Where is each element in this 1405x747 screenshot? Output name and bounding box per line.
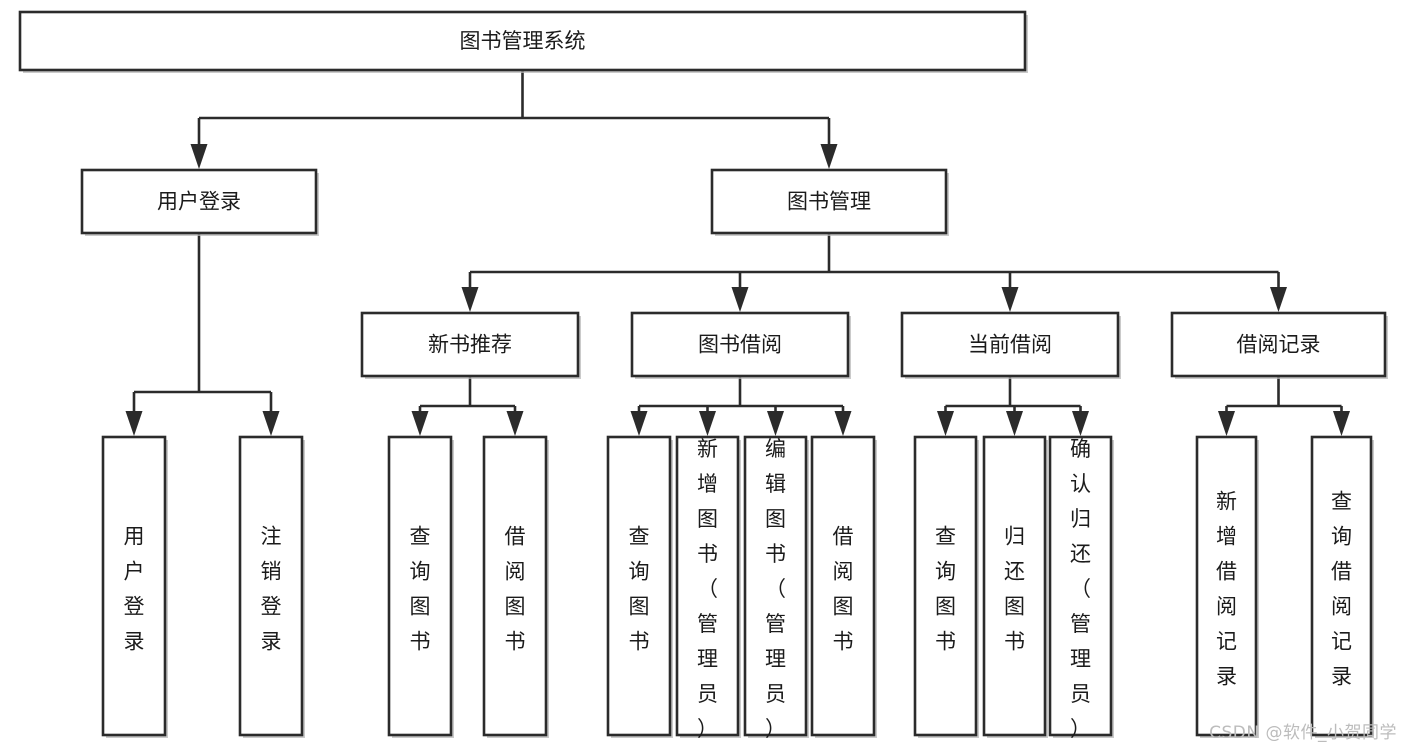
node-login[interactable]: 用户登录 [80,168,319,236]
node-rect[interactable] [1195,435,1258,737]
node-leaf-rec-query[interactable]: 查询借阅记录 [1310,435,1374,738]
connector-group [190,70,838,169]
arrow-head-icon [461,287,479,312]
node-records[interactable]: 借阅记录 [1170,311,1388,379]
connector-group [411,376,524,436]
connector-group [630,376,852,436]
arrow-head-icon [1218,411,1235,436]
arrow-head-icon [937,411,954,436]
arrow-head-icon [1333,411,1350,436]
node-rect[interactable] [101,435,167,737]
node-leaf-cur-query[interactable]: 查询图书 [913,435,979,738]
node-label: 新书推荐 [428,333,512,357]
node-rect[interactable] [18,10,1027,72]
node-leaf-cur-confirm[interactable]: 确认归还（管理员） [1048,435,1114,741]
node-label: 用户登录 [124,524,145,653]
node-rect[interactable] [675,435,740,737]
node-leaf-borrow-add[interactable]: 新增图书（管理员） [675,435,741,741]
node-rect[interactable] [606,435,672,737]
node-label: 确认归还（管理员） [1070,437,1091,741]
arrow-head-icon [834,411,852,436]
node-rect[interactable] [630,311,850,378]
node-leaf-borrow-edit[interactable]: 编辑图书（管理员） [743,435,809,741]
node-label: 新增借阅记录 [1216,489,1237,688]
node-leaf-borrow-query[interactable]: 查询图书 [606,435,673,738]
node-leaf-new-query[interactable]: 查询图书 [387,435,454,738]
csdn-watermark: CSDN @软件_小贺同学 [1209,723,1397,743]
connector-group [937,376,1089,436]
node-rect[interactable] [1170,311,1387,378]
node-leaf-new-borrow[interactable]: 借阅图书 [482,435,549,738]
node-rect[interactable] [238,435,304,737]
node-root[interactable]: 图书管理系统 [18,10,1028,73]
arrow-head-icon [820,144,838,169]
node-rect[interactable] [80,168,318,235]
connector-group [1218,376,1350,436]
node-label: 借阅图书 [505,524,526,653]
connector-group [461,233,1287,312]
arrow-head-icon [1072,411,1089,436]
node-rect[interactable] [387,435,453,737]
node-leaf-user-login[interactable]: 用户登录 [101,435,168,738]
node-borrow[interactable]: 图书借阅 [630,311,851,379]
node-rect[interactable] [982,435,1047,737]
node-label: 归还图书 [1004,524,1025,653]
node-label: 新增图书（管理员） [697,437,718,741]
node-label: 当前借阅 [968,333,1052,357]
node-layer: 图书管理系统用户登录图书管理新书推荐图书借阅当前借阅借阅记录用户登录注销登录查询… [18,10,1388,741]
node-newbook[interactable]: 新书推荐 [360,311,581,379]
node-bookmgr[interactable]: 图书管理 [710,168,949,236]
node-label: 图书管理系统 [460,29,586,53]
node-current[interactable]: 当前借阅 [900,311,1121,379]
arrow-head-icon [731,287,749,312]
node-rect[interactable] [360,311,580,378]
node-rect[interactable] [1310,435,1373,737]
node-leaf-rec-add[interactable]: 新增借阅记录 [1195,435,1259,738]
node-label: 借阅图书 [833,524,854,653]
node-label: 图书管理 [787,190,871,214]
node-label: 借阅记录 [1237,333,1321,357]
node-label: 编辑图书（管理员） [765,437,786,741]
node-rect[interactable] [1048,435,1113,737]
node-label: 用户登录 [157,190,241,214]
node-rect[interactable] [900,311,1120,378]
connector-layer [125,70,1350,436]
node-label: 查询图书 [410,524,431,653]
node-label: 查询图书 [935,524,956,653]
arrow-head-icon [630,411,648,436]
arrow-head-icon [767,411,784,436]
arrow-head-icon [125,411,143,436]
node-rect[interactable] [482,435,548,737]
node-leaf-borrow-lend[interactable]: 借阅图书 [810,435,877,738]
arrow-head-icon [506,411,524,436]
node-label: 查询图书 [629,524,650,653]
arrow-head-icon [1270,287,1287,312]
node-label: 注销登录 [261,524,282,653]
node-rect[interactable] [743,435,808,737]
node-label: 图书借阅 [698,333,782,357]
node-leaf-user-logout[interactable]: 注销登录 [238,435,305,738]
node-rect[interactable] [710,168,948,235]
node-rect[interactable] [810,435,876,737]
node-label: 查询借阅记录 [1331,489,1352,688]
arrow-head-icon [1006,411,1023,436]
node-leaf-cur-return[interactable]: 归还图书 [982,435,1048,738]
arrow-head-icon [1001,287,1019,312]
arrow-head-icon [190,144,208,169]
arrow-head-icon [699,411,716,436]
arrow-head-icon [262,411,280,436]
connector-group [125,233,280,436]
arrow-head-icon [411,411,429,436]
node-rect[interactable] [913,435,978,737]
